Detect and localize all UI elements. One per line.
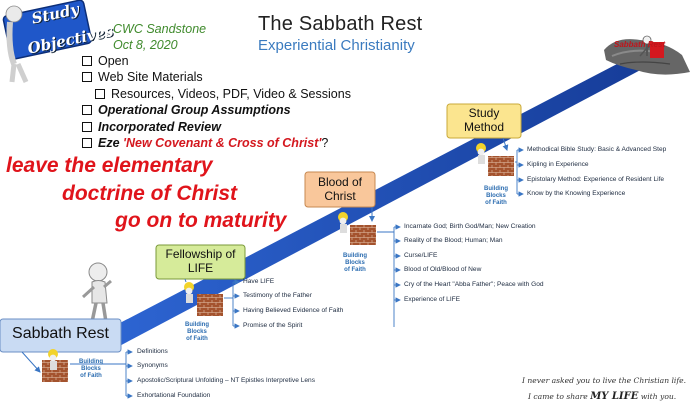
sabbath-item-exhortational: Exhortational Foundation bbox=[137, 392, 211, 399]
building-blocks-label-3: Building Blocks of Faith bbox=[343, 253, 367, 273]
stage-label-blood: Blood of Christ bbox=[317, 175, 363, 203]
checkbox-icon bbox=[82, 56, 92, 66]
quote-line-2: doctrine of Christ bbox=[62, 182, 238, 205]
builder-1 bbox=[42, 349, 68, 382]
objective-eze: Eze 'New Covenant & Cross of Christ'? bbox=[82, 136, 328, 150]
builder-3 bbox=[338, 212, 376, 245]
objective-website: Web Site Materials bbox=[82, 70, 203, 84]
building-blocks-label-2: Building Blocks of Faith bbox=[185, 322, 209, 342]
building-blocks-label-1: Building Blocks of Faith bbox=[79, 359, 103, 379]
blood-item-abba: Cry of the Heart "Abba Father"; Peace wi… bbox=[404, 281, 544, 288]
bracket-3 bbox=[377, 224, 401, 327]
church-name: CWC Sandstone bbox=[113, 22, 207, 36]
checkbox-icon bbox=[82, 72, 92, 82]
closing-line-1: I never asked you to live the Christian … bbox=[522, 376, 687, 385]
closing-line-2: I came to share MY LIFE with you. bbox=[528, 391, 677, 402]
bracket-4 bbox=[515, 147, 524, 197]
checkbox-icon bbox=[82, 105, 92, 115]
study-objectives-logo bbox=[2, 0, 93, 84]
page-subtitle: Experiential Christianity bbox=[258, 37, 415, 54]
sabbath-item-apostolic: Apostolic/Scriptural Unfolding – NT Epis… bbox=[137, 377, 315, 384]
stage-label-sabbath-rest: Sabbath Rest bbox=[12, 325, 109, 342]
climber-figure bbox=[81, 262, 112, 323]
fellowship-item-have-life: Have LIFE bbox=[243, 278, 275, 285]
objective-operational: Operational Group Assumptions bbox=[82, 103, 291, 117]
bracket-1 bbox=[70, 349, 133, 399]
objective-review: Incorporated Review bbox=[82, 120, 221, 134]
study-item-epistolary: Epistolary Method: Experience of Residen… bbox=[527, 176, 665, 183]
study-item-knowing: Know by the Knowing Experience bbox=[527, 190, 626, 197]
stage-fellowship-box bbox=[155, 244, 246, 280]
objective-resources: Resources, Videos, PDF, Video & Sessions bbox=[95, 87, 351, 101]
stage-label-study: Study Method bbox=[463, 106, 505, 134]
objective-open: Open bbox=[82, 54, 129, 68]
checkbox-icon bbox=[95, 89, 105, 99]
blood-item-incarnate: Incarnate God; Birth God/Man; New Creati… bbox=[404, 223, 536, 230]
sabbath-item-synonyms: Synonyms bbox=[137, 362, 168, 369]
page-title: The Sabbath Rest bbox=[258, 13, 423, 35]
connector-4 bbox=[502, 137, 509, 151]
blood-item-experience: Experience of LIFE bbox=[404, 296, 461, 303]
quote-line-1: leave the elementary bbox=[6, 154, 213, 177]
fellowship-item-promise: Promise of the Spirit bbox=[243, 322, 303, 329]
connector-1 bbox=[21, 351, 41, 373]
stage-sabbath-rest-box bbox=[0, 318, 122, 353]
builder-4 bbox=[476, 143, 514, 176]
checkbox-icon bbox=[82, 138, 92, 148]
stage-blood-box bbox=[304, 171, 376, 208]
blood-item-curse: Curse/LIFE bbox=[404, 252, 438, 259]
checkbox-icon bbox=[82, 122, 92, 132]
stage-study-box bbox=[446, 103, 522, 139]
fellowship-item-testimony: Testimony of the Father bbox=[243, 292, 312, 299]
summit-label: Sabbath Rest bbox=[614, 40, 666, 49]
study-item-kipling: Kipling in Experience bbox=[527, 161, 589, 168]
presentation-date: Oct 8, 2020 bbox=[113, 38, 178, 52]
summit-sign bbox=[650, 42, 664, 58]
quote-line-3: go on to maturity bbox=[115, 209, 287, 232]
builder-2 bbox=[184, 282, 223, 316]
building-blocks-label-4: Building Blocks of Faith bbox=[484, 186, 508, 206]
blood-item-old-new: Blood of Old/Blood of New bbox=[404, 266, 482, 273]
sabbath-item-definitions: Definitions bbox=[137, 348, 168, 355]
stage-label-fellowship: Fellowship of LIFE bbox=[165, 247, 236, 275]
connector-2 bbox=[184, 278, 187, 283]
bracket-2 bbox=[224, 279, 240, 329]
study-item-methodical: Methodical Bible Study: Basic & Advanced… bbox=[527, 146, 667, 153]
fellowship-item-believed: Having Believed Evidence of Faith bbox=[243, 307, 344, 314]
blood-item-reality: Reality of the Blood; Human; Man bbox=[404, 237, 503, 244]
